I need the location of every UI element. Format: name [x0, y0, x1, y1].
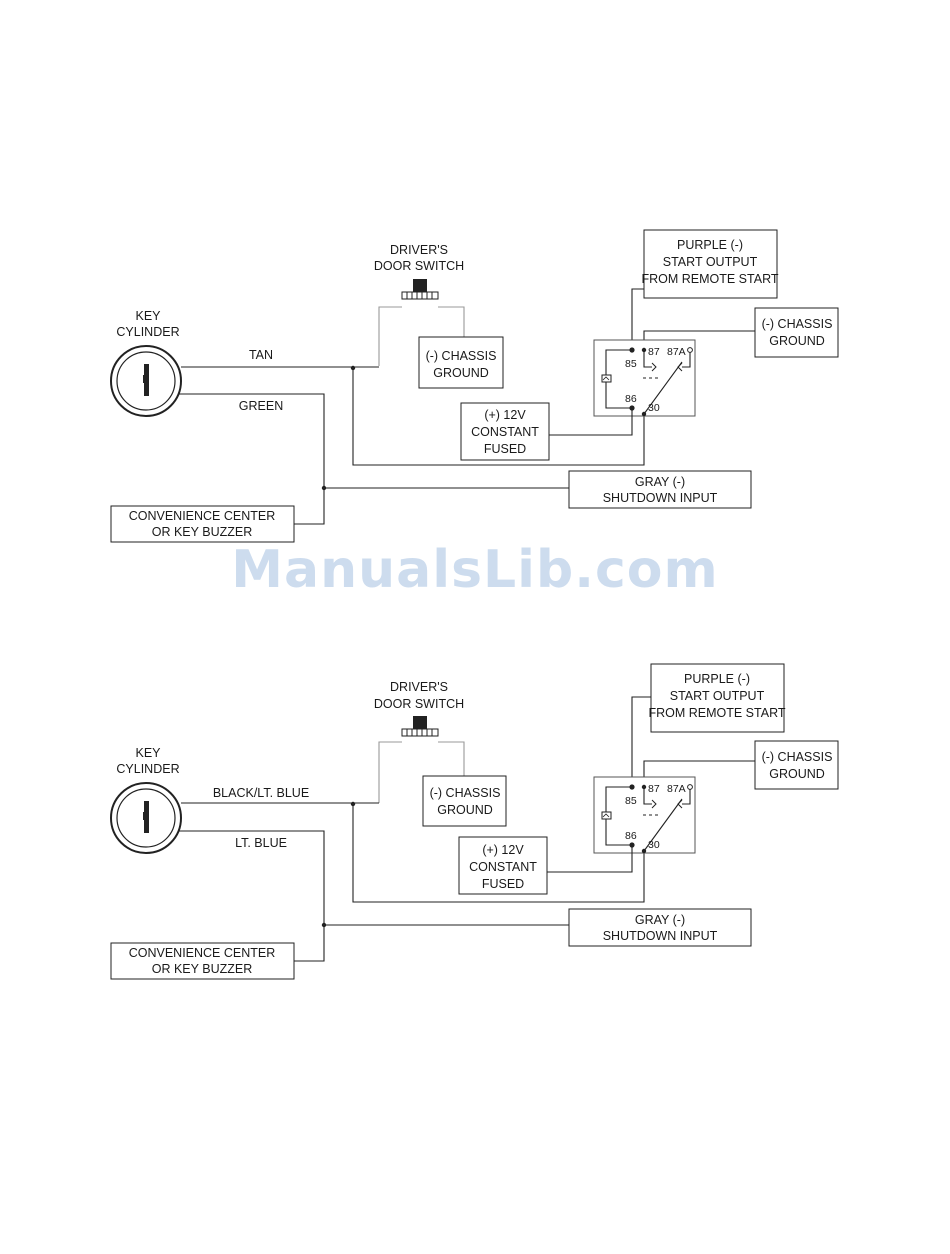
key-cylinder-label-1: KEY — [135, 309, 161, 323]
pin-85-label: 85 — [625, 795, 637, 807]
door-switch-icon — [401, 279, 439, 300]
gray-text-1: GRAY (-) — [635, 475, 685, 489]
relay-ground-box — [754, 307, 839, 358]
wire-label-bottom: LT. BLUE — [235, 836, 287, 850]
power-text-2: CONSTANT — [469, 860, 537, 874]
power-text-3: FUSED — [484, 442, 526, 456]
pin-86-label: 86 — [625, 830, 637, 842]
door-switch-label-2: DOOR SWITCH — [374, 697, 464, 711]
diagram-1: KEY CYLINDER DRIVER'S DOOR SWITCH (-) CH… — [110, 229, 839, 543]
door-switch-label-1: DRIVER'S — [390, 680, 448, 694]
pin-30-label: 30 — [648, 402, 660, 414]
convenience-center-box — [110, 505, 295, 543]
power-text-2: CONSTANT — [471, 425, 539, 439]
key-cylinder-icon — [110, 345, 182, 417]
convenience-text-2: OR KEY BUZZER — [152, 525, 252, 539]
wire-label-bottom: GREEN — [239, 399, 283, 413]
purple-start-output-box — [650, 663, 785, 733]
wire-label-top: BLACK/LT. BLUE — [213, 786, 309, 800]
relay-ground-text-1: (-) CHASSIS — [762, 750, 833, 764]
power-12v-box — [460, 402, 550, 461]
key-cylinder-label-2: CYLINDER — [116, 762, 179, 776]
pin-30-label: 30 — [648, 839, 660, 851]
convenience-center-box — [110, 942, 295, 980]
convenience-text-1: CONVENIENCE CENTER — [129, 946, 276, 960]
door-ground-text-2: GROUND — [433, 366, 489, 380]
diagram-2: KEY CYLINDER DRIVER'S DOOR SWITCH (-) CH… — [110, 663, 839, 980]
pin-85-label: 85 — [625, 358, 637, 370]
pin-87-label: 87 — [648, 783, 660, 795]
purple-text-2: START OUTPUT — [663, 255, 758, 269]
power-text-1: (+) 12V — [482, 843, 524, 857]
door-ground-text-1: (-) CHASSIS — [426, 349, 497, 363]
door-ground-box — [422, 775, 507, 827]
pin-87a-label: 87A — [667, 783, 686, 795]
door-switch-label-2: DOOR SWITCH — [374, 259, 464, 273]
relay-ground-text-1: (-) CHASSIS — [762, 317, 833, 331]
wire-label-top: TAN — [249, 348, 273, 362]
relay-ground-text-2: GROUND — [769, 767, 825, 781]
purple-text-3: FROM REMOTE START — [648, 706, 785, 720]
purple-start-output-box — [643, 229, 778, 299]
door-ground-box — [418, 336, 504, 389]
pin-87-label: 87 — [648, 346, 660, 358]
key-cylinder-label-2: CYLINDER — [116, 325, 179, 339]
relay-ground-text-2: GROUND — [769, 334, 825, 348]
pin-86-label: 86 — [625, 393, 637, 405]
pin-87a-label: 87A — [667, 346, 686, 358]
gray-shutdown-box — [568, 470, 752, 509]
relay-ground-box — [754, 740, 839, 790]
purple-text-2: START OUTPUT — [670, 689, 765, 703]
relay-icon — [593, 339, 696, 417]
convenience-text-1: CONVENIENCE CENTER — [129, 509, 276, 523]
power-12v-box — [458, 836, 548, 895]
key-cylinder-label-1: KEY — [135, 746, 161, 760]
gray-shutdown-box — [568, 908, 752, 947]
watermark-text: ManualsLib.com — [231, 540, 719, 600]
purple-text-1: PURPLE (-) — [677, 238, 743, 252]
power-text-1: (+) 12V — [484, 408, 526, 422]
door-ground-text-2: GROUND — [437, 803, 493, 817]
purple-text-3: FROM REMOTE START — [641, 272, 778, 286]
relay-icon — [593, 776, 696, 854]
door-switch-label-1: DRIVER'S — [390, 243, 448, 257]
power-text-3: FUSED — [482, 877, 524, 891]
door-switch-icon — [401, 716, 439, 737]
door-ground-text-1: (-) CHASSIS — [430, 786, 501, 800]
purple-text-1: PURPLE (-) — [684, 672, 750, 686]
gray-text-2: SHUTDOWN INPUT — [603, 929, 718, 943]
key-cylinder-icon — [110, 782, 182, 854]
gray-text-2: SHUTDOWN INPUT — [603, 491, 718, 505]
gray-text-1: GRAY (-) — [635, 913, 685, 927]
convenience-text-2: OR KEY BUZZER — [152, 962, 252, 976]
